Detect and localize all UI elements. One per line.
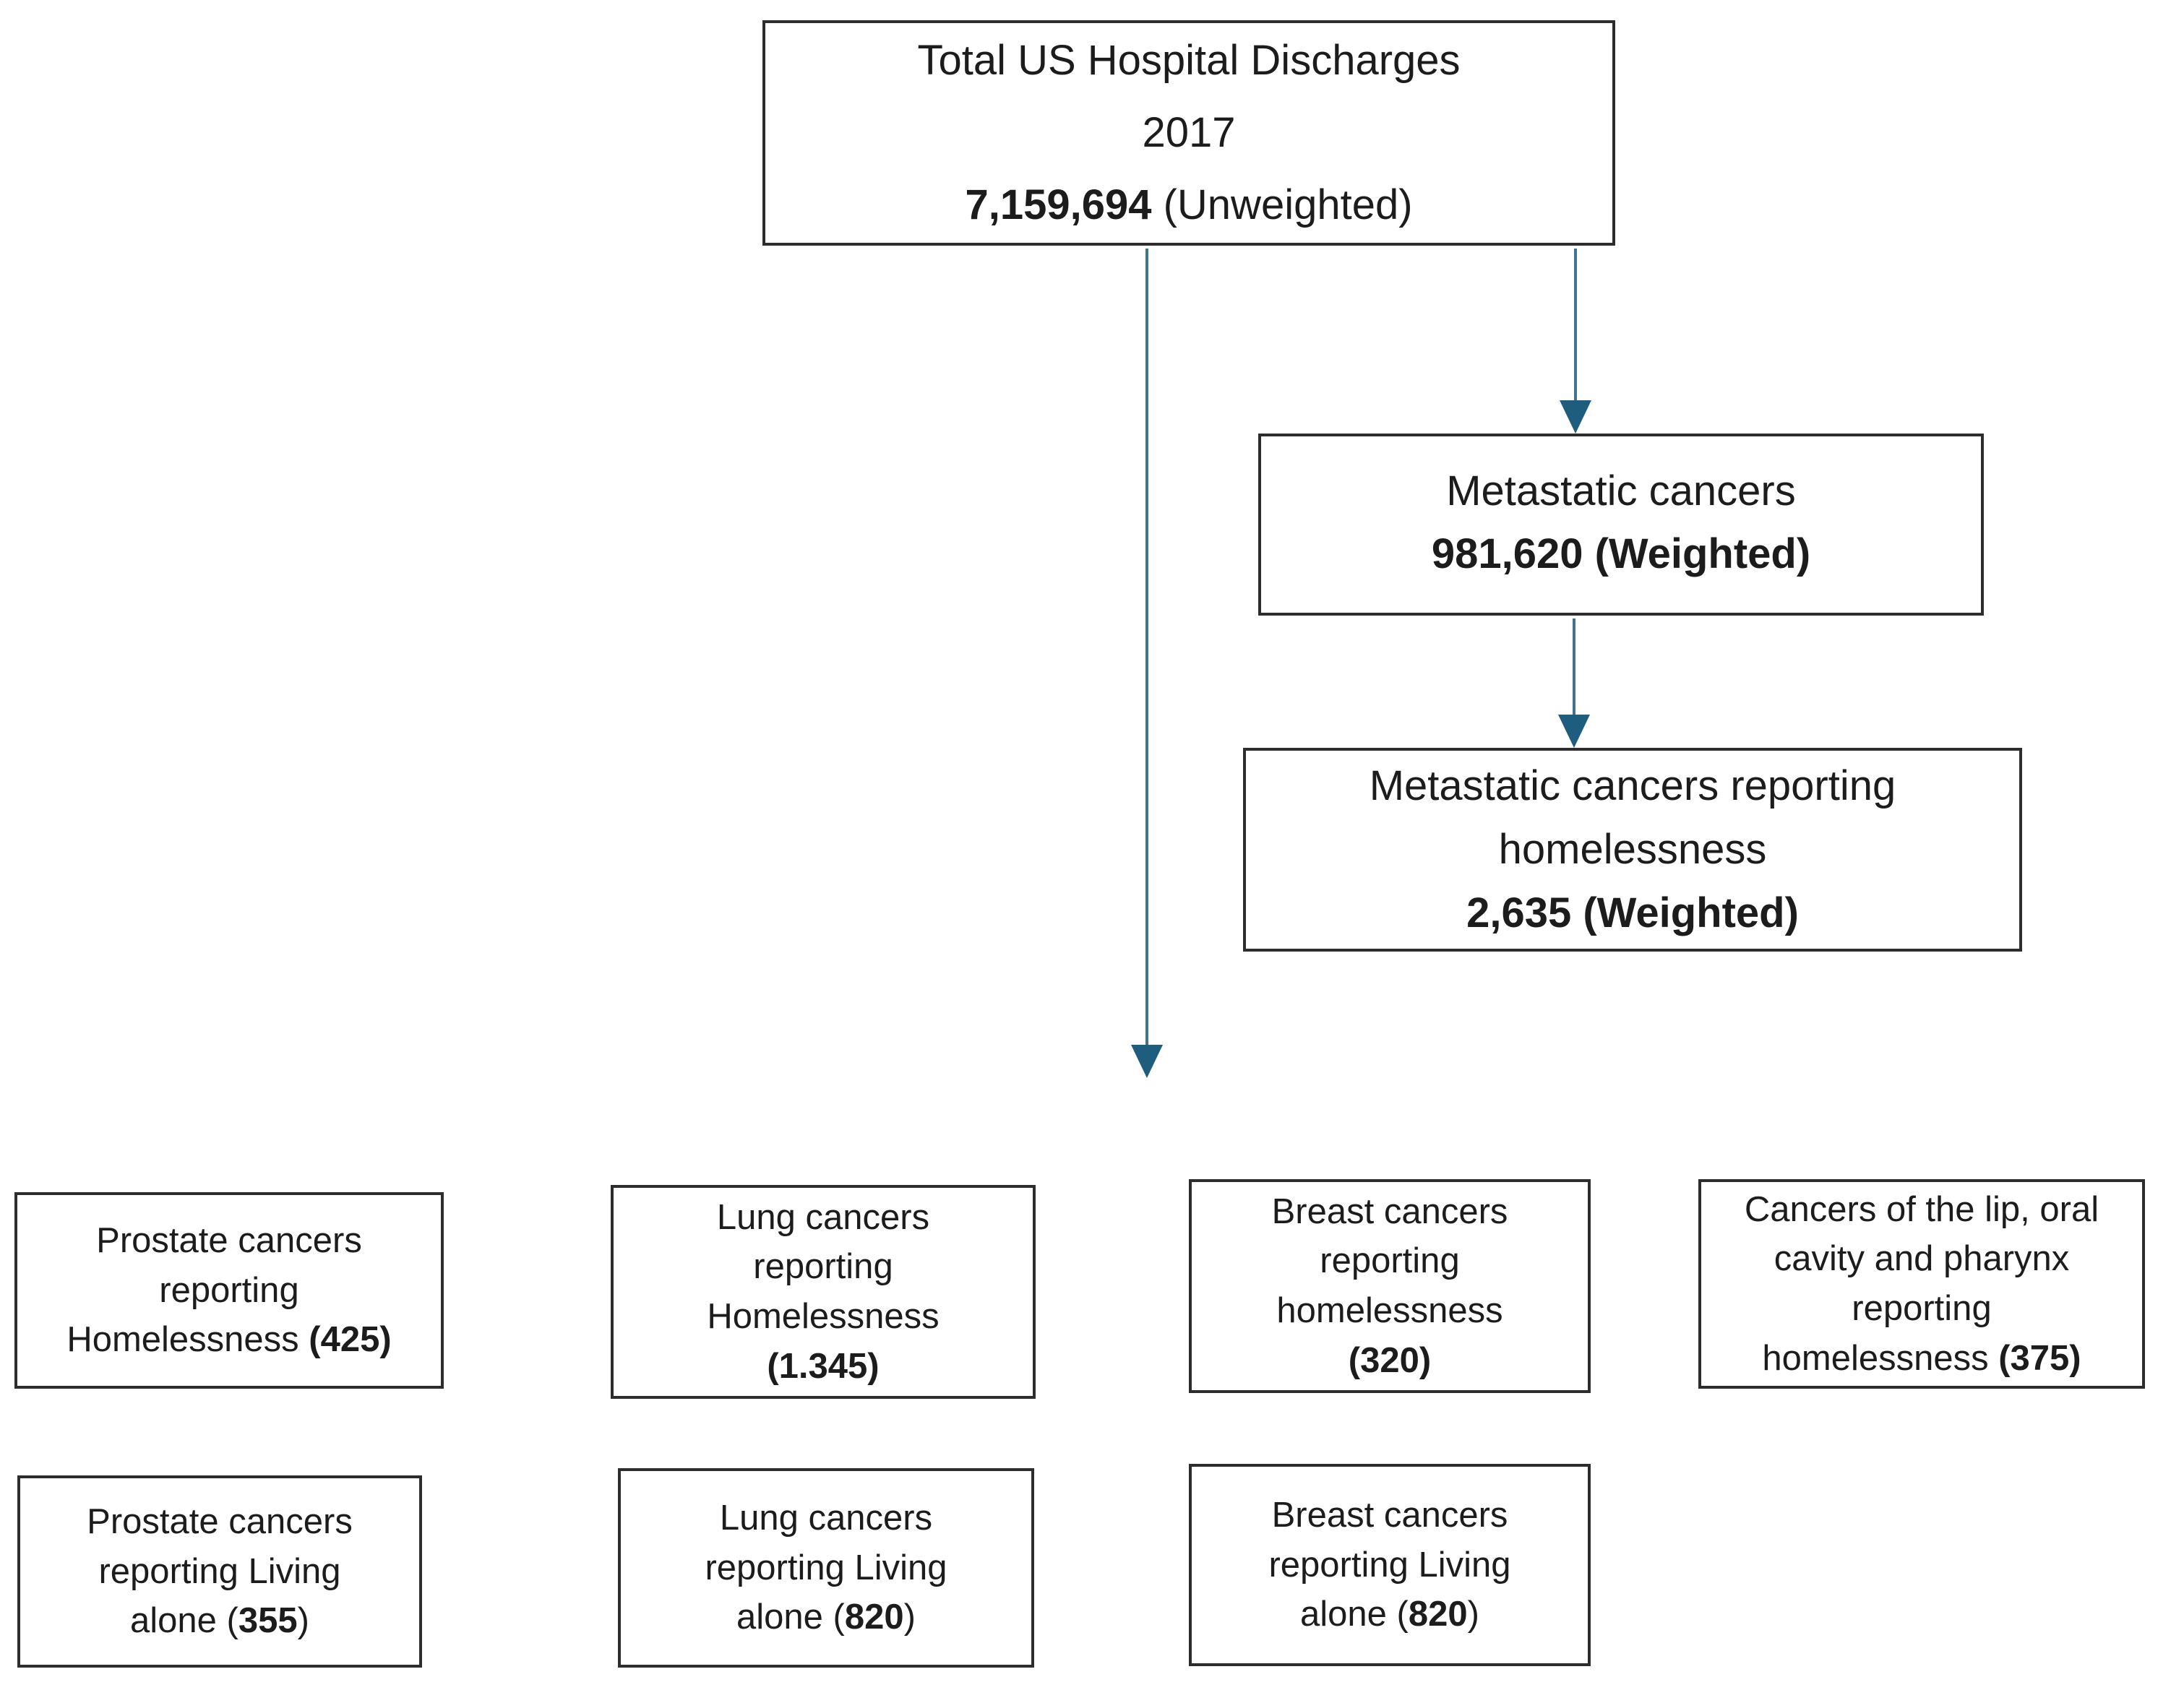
node-lung-living-alone: Lung cancers reporting Living alone (820… xyxy=(618,1468,1034,1668)
arrow-line xyxy=(1574,249,1577,402)
node-line: Prostate cancers xyxy=(87,1502,353,1542)
node-value-line: 7,159,694 (Unweighted) xyxy=(965,169,1412,241)
arrow-line xyxy=(1573,618,1575,715)
node-line: Lung cancers xyxy=(719,1499,933,1538)
node-line: reporting xyxy=(1852,1289,1992,1328)
node-line: reporting Living xyxy=(1268,1545,1511,1585)
node-line-prefix: Homelessness xyxy=(66,1320,309,1360)
node-prostate-homeless: Prostate cancers reporting Homelessness … xyxy=(14,1192,444,1389)
node-title: Total US Hospital Discharges xyxy=(917,37,1461,85)
node-metastatic-cancers: Metastatic cancers 981,620 (Weighted) xyxy=(1258,434,1984,616)
node-year: 2017 xyxy=(1142,109,1236,157)
node-line-prefix: alone ( xyxy=(1300,1595,1409,1634)
node-line: Prostate cancers xyxy=(96,1221,362,1261)
node-line: reporting xyxy=(159,1270,299,1310)
node-value: 7,159,694 xyxy=(965,181,1152,228)
node-line-prefix: homelessness xyxy=(1762,1338,1999,1378)
node-value-suffix: (Unweighted) xyxy=(1151,181,1413,228)
node-line: reporting xyxy=(753,1247,893,1287)
node-value: 355 xyxy=(238,1601,298,1641)
arrowhead-down-icon xyxy=(1558,715,1590,748)
arrowhead-down-icon xyxy=(1131,1045,1163,1078)
node-title-2: homelessness xyxy=(1498,825,1767,873)
arrowhead-down-icon xyxy=(1560,400,1591,434)
node-line: homelessness xyxy=(1276,1291,1503,1330)
node-value: (1.345) xyxy=(767,1346,880,1386)
node-value: (375) xyxy=(1998,1338,2081,1378)
node-breast-living-alone: Breast cancers reporting Living alone (8… xyxy=(1189,1464,1591,1666)
node-value: (320) xyxy=(1348,1340,1432,1380)
node-prostate-living-alone: Prostate cancers reporting Living alone … xyxy=(17,1475,422,1668)
node-lung-homeless: Lung cancers reporting Homelessness (1.3… xyxy=(611,1185,1036,1399)
node-line: cavity and pharynx xyxy=(1774,1239,2070,1279)
node-line-prefix: alone ( xyxy=(736,1598,845,1637)
node-value: 2,635 (Weighted) xyxy=(1466,889,1799,937)
node-total-discharges: Total US Hospital Discharges 2017 7,159,… xyxy=(762,20,1615,246)
node-title: Metastatic cancers xyxy=(1446,467,1796,514)
node-value: 981,620 (Weighted) xyxy=(1431,530,1811,577)
node-line: Breast cancers xyxy=(1271,1496,1508,1535)
node-line-prefix: alone ( xyxy=(130,1601,238,1641)
node-line: reporting Living xyxy=(705,1548,947,1587)
node-lip-oral-pharynx-homeless: Cancers of the lip, oral cavity and phar… xyxy=(1698,1179,2145,1389)
node-line: reporting xyxy=(1320,1241,1460,1281)
node-value-line: alone (820) xyxy=(1300,1590,1479,1639)
node-value-line: alone (820) xyxy=(736,1592,916,1642)
node-title: Metastatic cancers reporting xyxy=(1369,762,1896,809)
node-metastatic-homeless: Metastatic cancers reporting homelessnes… xyxy=(1243,748,2022,952)
node-line: Cancers of the lip, oral xyxy=(1744,1189,2099,1229)
node-breast-homeless: Breast cancers reporting homelessness (3… xyxy=(1189,1179,1591,1393)
arrow-line xyxy=(1145,249,1148,1045)
node-value: (425) xyxy=(309,1320,392,1360)
node-line: Lung cancers xyxy=(716,1197,930,1237)
node-value: 820 xyxy=(844,1598,904,1637)
node-value-line: homelessness (375) xyxy=(1762,1334,2081,1384)
node-line-suffix: ) xyxy=(903,1598,916,1637)
node-value-line: alone (355) xyxy=(130,1596,309,1646)
node-value-line: Homelessness (425) xyxy=(66,1315,391,1365)
node-line-suffix: ) xyxy=(1467,1595,1479,1634)
node-line: reporting Living xyxy=(98,1551,341,1591)
node-line: Homelessness xyxy=(707,1297,940,1336)
node-value: 820 xyxy=(1408,1595,1468,1634)
node-line: Breast cancers xyxy=(1271,1191,1508,1231)
node-line-suffix: ) xyxy=(297,1601,309,1641)
